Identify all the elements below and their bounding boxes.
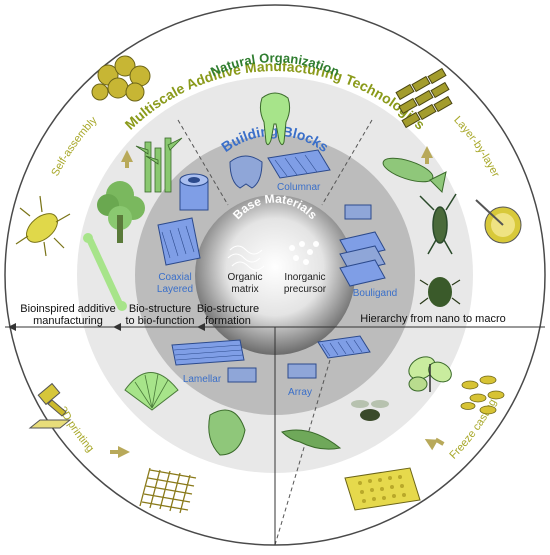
nanoparticle-icon [15, 195, 71, 257]
label-organic-2: matrix [231, 284, 258, 295]
inorganic-precursor-icon [289, 241, 319, 265]
beetle-icon [419, 277, 461, 307]
fish-icon [382, 157, 447, 194]
label-inorganic-1: Inorganic [284, 272, 325, 283]
bone-icon [83, 233, 127, 311]
arrow-up-icon [121, 150, 133, 168]
label-lamellar: Lamellar [183, 374, 222, 385]
tree-icon [97, 181, 145, 243]
label-bouligand: Bouligand [353, 288, 397, 299]
core-circle [195, 195, 355, 355]
tooth-icon [259, 92, 291, 146]
columnar-structure-icon [267, 149, 331, 179]
gecko-icon [281, 429, 342, 450]
printed-lattice-icon [139, 467, 197, 514]
coaxial-cylinder-icon [179, 173, 209, 211]
sector-dividers [177, 119, 373, 546]
axis-label-bioinspired-2: manufacturing [33, 315, 103, 327]
coral-structure-icon [91, 55, 151, 102]
organic-matrix-icon [227, 245, 265, 271]
coaxial-layered-icon [157, 217, 201, 266]
butterfly-icon [408, 356, 452, 392]
seashell-icon [124, 372, 179, 411]
printer-nozzle-icon [28, 382, 72, 429]
axis-label-function-2: to bio-function [125, 315, 194, 327]
label-columnar: Columnar [277, 182, 321, 193]
brick-layers-icon [395, 67, 453, 129]
lobster-icon [419, 193, 457, 255]
arrow-right-icon [110, 446, 130, 458]
insect-icon [351, 400, 389, 421]
axis-label-formation-1: Bio-structure [197, 303, 259, 315]
axis-label-formation-2: formation [205, 315, 251, 327]
label-organic-1: Organic [227, 272, 262, 283]
coating-dish-icon [475, 199, 522, 244]
arrow-left-icon [424, 437, 445, 451]
label-coaxial-2: Layered [157, 284, 193, 295]
tooth-structure-icon [229, 155, 263, 189]
label-inorganic-2: precursor [284, 284, 327, 295]
array-structure-icon [287, 335, 371, 379]
porous-scaffold-icon [344, 467, 421, 511]
axis-arrows [8, 323, 205, 331]
label-array: Array [288, 387, 312, 398]
particles-icon [460, 375, 505, 415]
axis-label-bioinspired-1: Bioinspired additive [20, 303, 115, 315]
conch-shell-icon [208, 409, 246, 456]
axis-label-function-1: Bio-structure [129, 303, 191, 315]
bouligand-structure-icon [339, 204, 386, 287]
axis-label-hierarchy: Hierarchy from nano to macro [360, 313, 506, 325]
label-coaxial-1: Coaxial [158, 272, 191, 283]
lamellar-structure-icon [171, 339, 257, 383]
arrow-up-icon [421, 146, 433, 164]
bamboo-icon [135, 137, 183, 193]
